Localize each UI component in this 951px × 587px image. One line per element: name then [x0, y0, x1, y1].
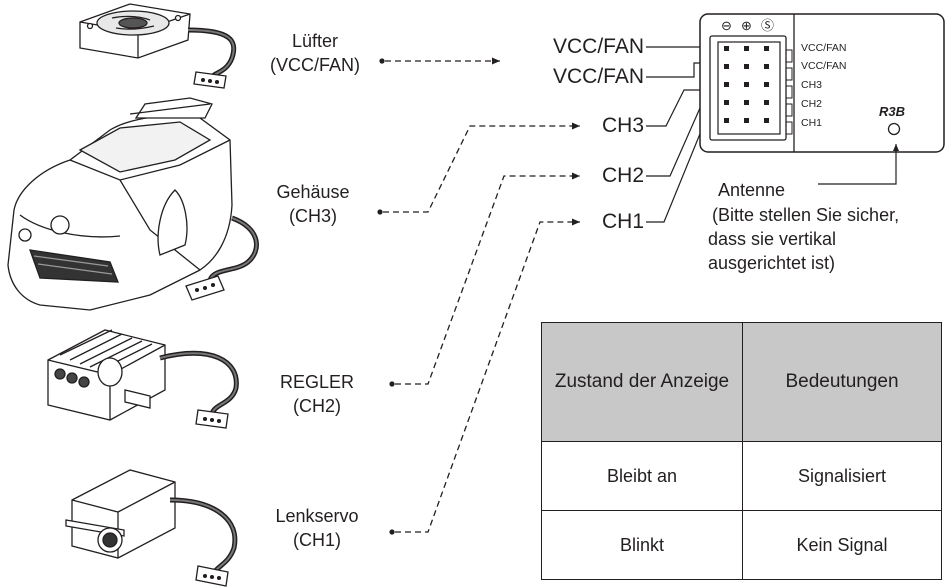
esc-connection-line	[395, 172, 580, 385]
port-label-vcc-fan-2: VCC/FAN	[552, 65, 644, 88]
servo-label: Lenkservo (CH1)	[262, 504, 372, 552]
fan-label-channel: (VCC/FAN)	[270, 55, 360, 75]
car-body-illustration	[7, 97, 259, 311]
minus-symbol: ⊖	[721, 18, 732, 33]
fan-label: Lüfter (VCC/FAN)	[255, 29, 375, 77]
antenna-leader-line	[818, 144, 899, 185]
receiver-illustration	[699, 13, 945, 153]
esc-illustration	[47, 329, 239, 429]
signal-symbol: Ⓢ	[761, 18, 775, 33]
port-label-ch2: CH2	[601, 164, 644, 187]
body-connection-line	[383, 122, 580, 213]
pin-label-ch3: CH3	[801, 79, 823, 91]
antenna-hole	[887, 122, 901, 136]
pin-label-ch2: CH2	[801, 98, 823, 110]
status-cell-meaning: Signalisiert	[742, 441, 942, 511]
esc-label-channel: (CH2)	[293, 396, 341, 416]
servo-illustration	[65, 469, 238, 587]
status-cell-meaning: Kein Signal	[742, 510, 942, 580]
plus-symbol: ⊕	[741, 18, 752, 33]
status-table: Zustand der Anzeige Bedeutungen Bleibt a…	[541, 322, 942, 580]
receiver-model: R3B	[879, 104, 906, 119]
body-label: Gehäuse (CH3)	[258, 180, 368, 228]
table-row: Blinkt Kein Signal	[541, 510, 942, 580]
servo-label-channel: (CH1)	[293, 530, 341, 550]
pin-label-ch1: CH1	[801, 117, 823, 129]
antenna-title: Antenne	[718, 180, 786, 200]
body-label-name: Gehäuse	[276, 182, 350, 202]
port-label-ch3: CH3	[601, 114, 644, 137]
pin-label-vcc-fan-2: VCC/FAN	[801, 60, 847, 72]
status-header-meaning: Bedeutungen	[742, 322, 942, 442]
esc-connector-dot	[389, 381, 395, 387]
status-header-state: Zustand der Anzeige	[541, 322, 743, 442]
antenna-note-line1: (Bitte stellen Sie sicher,	[712, 205, 900, 225]
fan-illustration	[79, 3, 237, 89]
esc-label-name: REGLER	[279, 372, 355, 392]
body-label-channel: (CH3)	[289, 206, 337, 226]
fan-label-name: Lüfter	[291, 31, 339, 51]
pin-label-vcc-fan-1: VCC/FAN	[801, 42, 847, 54]
antenna-note-line2: dass sie vertikal	[708, 229, 837, 249]
antenna-note-line3: ausgerichtet ist)	[708, 253, 836, 273]
table-row: Bleibt an Signalisiert	[541, 441, 942, 511]
servo-label-name: Lenkservo	[275, 506, 359, 526]
status-cell-state: Blinkt	[541, 510, 743, 580]
body-connector-dot	[377, 209, 383, 215]
fan-connector-dot	[379, 58, 385, 64]
port-label-vcc-fan-1: VCC/FAN	[552, 35, 644, 58]
port-label-ch1: CH1	[601, 210, 644, 233]
status-cell-state: Bleibt an	[541, 441, 743, 511]
servo-connector-dot	[389, 529, 395, 535]
esc-label: REGLER (CH2)	[262, 370, 372, 418]
servo-connection-line	[395, 218, 580, 533]
status-table-header-row: Zustand der Anzeige Bedeutungen	[541, 322, 942, 442]
